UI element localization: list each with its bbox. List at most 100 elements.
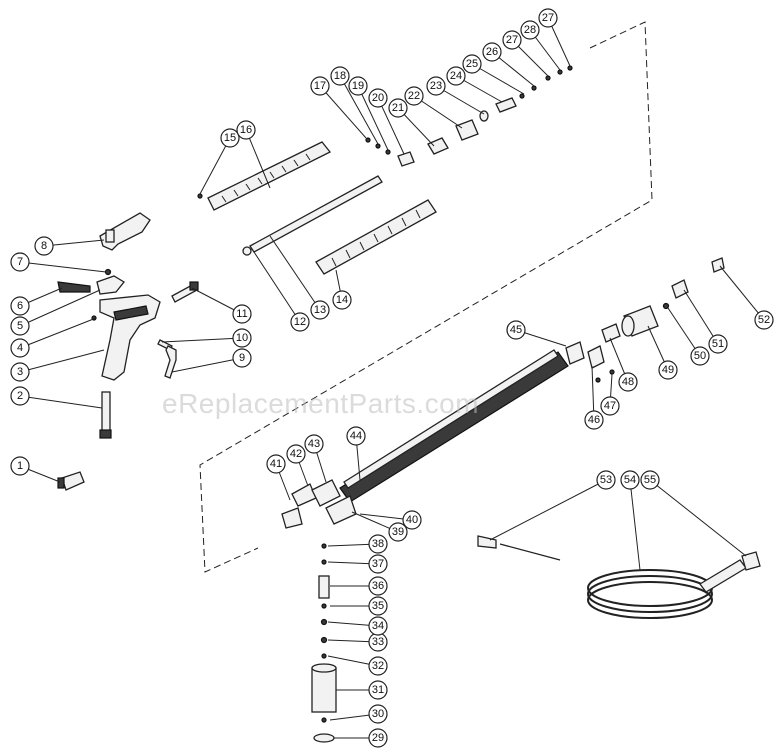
nozzle-chain-parts-17-28 — [365, 65, 573, 167]
callout-circle — [10, 316, 30, 336]
callout-circle — [620, 470, 640, 490]
callout-circle — [506, 320, 526, 340]
callout-label: 5 — [17, 320, 23, 332]
callout-label: 36 — [372, 580, 384, 592]
callout-circle — [404, 86, 424, 106]
callout-44: 44 — [346, 426, 366, 446]
callout-label: 27 — [506, 34, 518, 46]
callout-label: 40 — [406, 514, 418, 526]
callout-8: 8 — [34, 236, 54, 256]
leader-line-52 — [719, 265, 765, 321]
leader-line-12 — [253, 251, 301, 323]
callout-circle — [402, 510, 422, 530]
callout-label: 53 — [600, 474, 612, 486]
callout-label: 26 — [486, 46, 498, 58]
callout-36: 36 — [368, 576, 388, 596]
callout-label: 41 — [270, 458, 282, 470]
callout-circle — [754, 310, 774, 330]
callout-label: 21 — [392, 102, 404, 114]
leader-line-7 — [19, 261, 107, 273]
callout-label: 42 — [290, 448, 302, 460]
callout-label: 45 — [510, 324, 522, 336]
callout-circle — [426, 76, 446, 96]
trigger-guard-part-8 — [99, 212, 151, 251]
callout-label: 29 — [372, 732, 384, 744]
callout-53: 53 — [596, 470, 616, 490]
leader-lines — [19, 17, 765, 739]
callout-circle — [10, 338, 30, 358]
callout-16: 16 — [236, 120, 256, 140]
callout-label: 9 — [239, 352, 245, 364]
callout-40: 40 — [402, 510, 422, 530]
assembly-boundary — [199, 21, 653, 573]
leader-line-18 — [339, 75, 379, 145]
callout-6: 6 — [10, 296, 30, 316]
leader-line-19 — [357, 85, 389, 151]
callout-9: 9 — [232, 348, 252, 368]
callout-circle — [348, 76, 368, 96]
callout-circle — [584, 410, 604, 430]
callout-label: 23 — [430, 80, 442, 92]
callout-label: 10 — [236, 332, 248, 344]
callout-circle — [708, 334, 728, 354]
callout-circle — [368, 704, 388, 724]
connector-part-6 — [57, 281, 91, 293]
callout-41: 41 — [266, 454, 286, 474]
leader-line-3 — [19, 349, 105, 373]
leader-line-15 — [199, 137, 231, 195]
callout-28: 28 — [520, 20, 540, 40]
wand-part-44 — [339, 349, 569, 503]
leader-line-2 — [19, 395, 103, 409]
callout-label: 12 — [294, 316, 306, 328]
inlet-tube-part-2 — [99, 391, 112, 439]
callout-circle — [310, 300, 330, 320]
callout-label: 14 — [336, 294, 348, 306]
leader-line-51 — [683, 289, 719, 345]
callout-circle — [388, 98, 408, 118]
callout-circle — [368, 728, 388, 748]
callout-label: 35 — [372, 600, 384, 612]
callout-circle — [368, 656, 388, 676]
callout-54: 54 — [620, 470, 640, 490]
callout-12: 12 — [290, 312, 310, 332]
callout-circle — [368, 554, 388, 574]
callout-label: 27 — [542, 12, 554, 24]
callout-23: 23 — [426, 76, 446, 96]
callout-43: 43 — [304, 434, 324, 454]
callout-14: 14 — [332, 290, 352, 310]
lever-part-9 — [164, 345, 177, 379]
leader-line-10 — [161, 337, 243, 343]
callout-15: 15 — [220, 128, 240, 148]
callout-27: 27 — [538, 8, 558, 28]
callout-label: 55 — [644, 474, 656, 486]
leader-line-8 — [43, 239, 105, 247]
leader-line-50 — [667, 307, 701, 357]
callout-label: 51 — [712, 338, 724, 350]
block-parts-39-43 — [281, 479, 357, 529]
callout-circle — [462, 54, 482, 74]
callout-32: 32 — [368, 656, 388, 676]
vertical-stack-parts-29-38 — [311, 543, 337, 743]
watermark-text: eReplacementParts.com — [162, 388, 480, 419]
callout-circle — [286, 444, 306, 464]
callout-13: 13 — [310, 300, 330, 320]
callout-circle — [10, 386, 30, 406]
callout-circle — [658, 360, 678, 380]
grip-half-part-16 — [207, 141, 332, 211]
leader-line-5 — [19, 289, 101, 327]
callout-20: 20 — [368, 88, 388, 108]
callout-label: 17 — [314, 80, 326, 92]
pin-part-7 — [104, 268, 112, 276]
callout-49: 49 — [658, 360, 678, 380]
callout-22: 22 — [404, 86, 424, 106]
valve-part-5 — [96, 275, 125, 295]
callout-circle — [332, 290, 352, 310]
callout-circle — [346, 426, 366, 446]
callout-label: 48 — [622, 376, 634, 388]
callout-circle — [520, 20, 540, 40]
callout-27: 27 — [502, 30, 522, 50]
callout-label: 54 — [624, 474, 636, 486]
callout-17: 17 — [310, 76, 330, 96]
